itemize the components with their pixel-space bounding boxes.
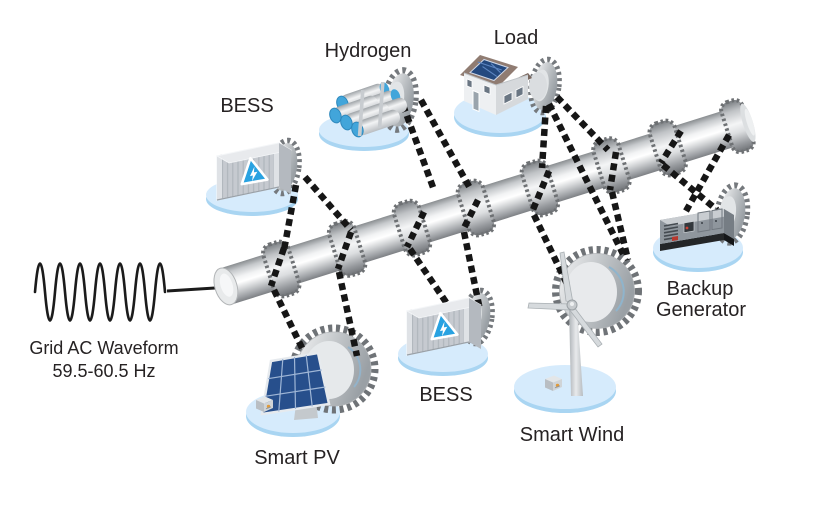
belt-strand	[683, 133, 732, 213]
label-backup-line2: Generator	[656, 299, 746, 321]
shaft-end-gear	[719, 98, 756, 155]
label-waveform-line2: 59.5-60.5 Hz	[52, 361, 155, 381]
belt-strand	[528, 169, 553, 214]
belt-strand	[658, 129, 684, 165]
label-smart-wind: Smart Wind	[520, 424, 624, 446]
smart-pv-unit	[255, 351, 331, 420]
smart-wind-turbine	[527, 251, 603, 396]
label-hydrogen: Hydrogen	[325, 40, 412, 62]
grid-ac-waveform	[33, 262, 216, 322]
belt-strand	[407, 247, 453, 310]
belt-strand	[302, 174, 354, 233]
label-bess-top: BESS	[220, 95, 273, 117]
label-waveform-line1: Grid AC Waveform	[29, 338, 178, 358]
belt-strand	[546, 102, 626, 256]
load-house	[460, 55, 547, 115]
smart-wind-gear	[552, 246, 642, 336]
label-bess-bottom: BESS	[419, 384, 472, 406]
belt-strand	[531, 213, 570, 286]
belt-strand	[335, 271, 361, 357]
labels: BESS Hydrogen Load Backup Generator Smar…	[29, 27, 746, 469]
turbine-blade	[527, 302, 572, 311]
backup-generator-unit	[660, 208, 734, 251]
belt-strand	[267, 246, 288, 288]
platform-smart-wind	[514, 365, 616, 413]
belt-strand	[606, 151, 620, 191]
waveform-pointer-line	[166, 286, 216, 293]
label-backup-line1: Backup	[667, 278, 734, 300]
belt-strand	[660, 162, 720, 213]
label-smart-pv: Smart PV	[254, 447, 340, 469]
belt-strand	[399, 103, 438, 192]
solar-panel	[260, 351, 331, 416]
sine-wave-icon	[33, 262, 167, 322]
hydrogen-tanks	[329, 82, 408, 138]
belt-strand	[538, 105, 550, 169]
belt-strand	[271, 288, 306, 352]
belt-strand	[554, 94, 611, 153]
drive-belts	[267, 94, 732, 357]
belt-strand	[418, 98, 474, 192]
belt-strand	[460, 231, 484, 311]
belt-strand	[334, 230, 355, 271]
belt-strand	[461, 198, 481, 230]
devices	[215, 55, 734, 420]
turbine-tower	[569, 306, 583, 396]
label-load: Load	[494, 27, 539, 49]
belt-strand	[404, 210, 427, 249]
belt-strand	[608, 191, 632, 261]
